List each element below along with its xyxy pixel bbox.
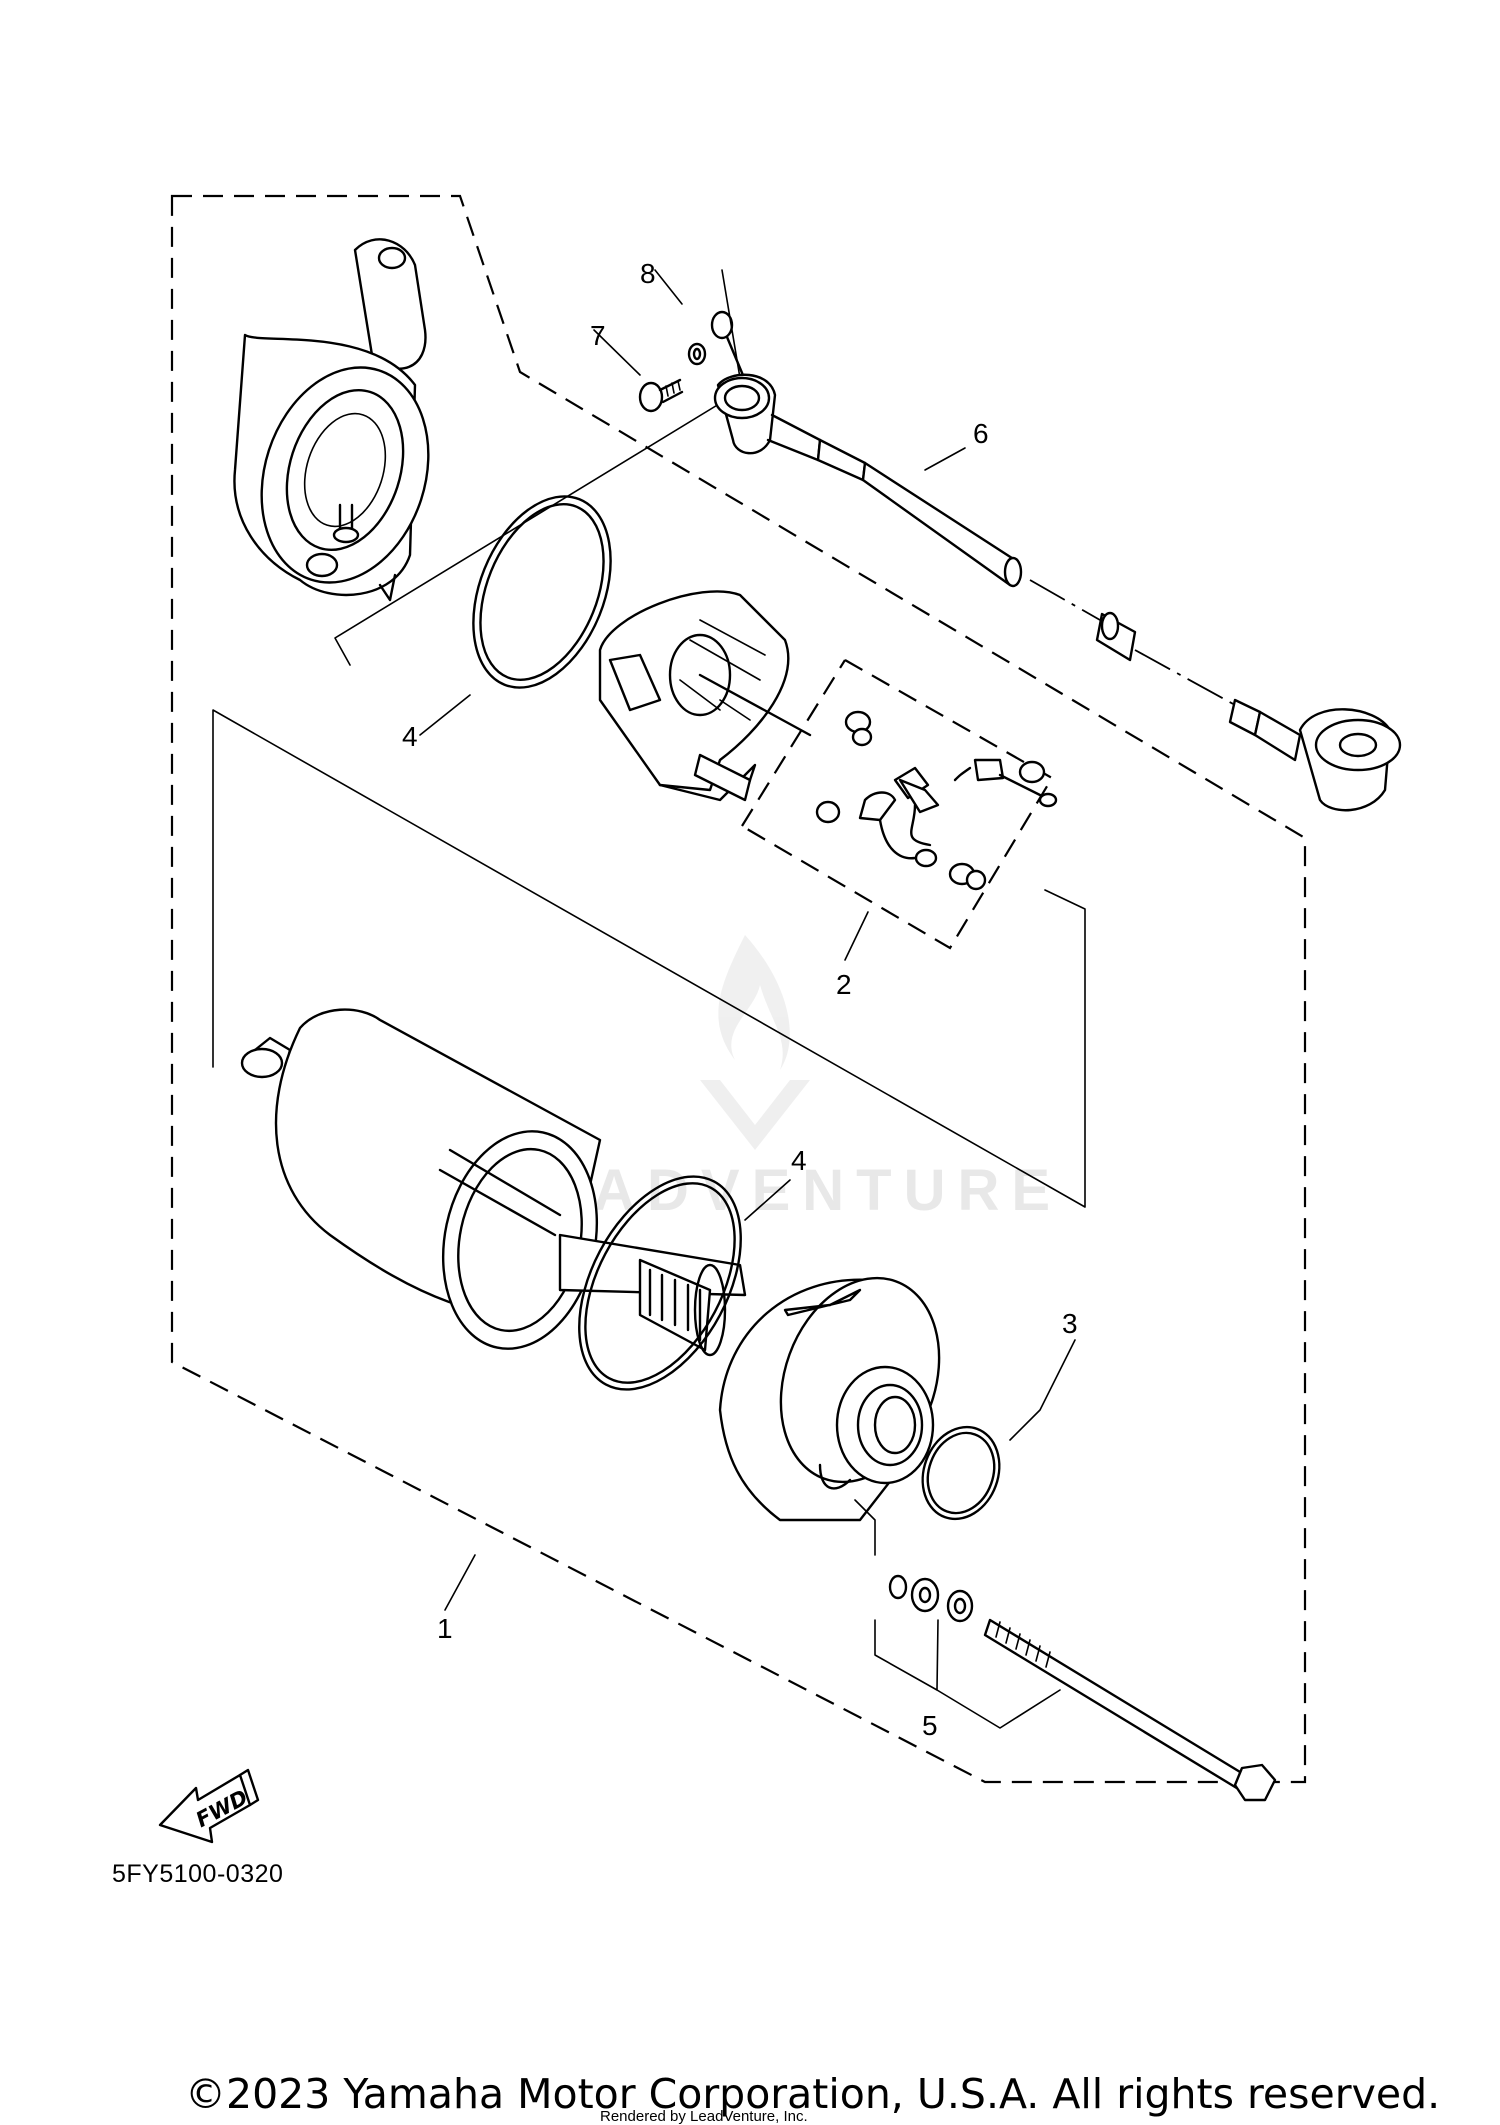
callout-6: 6 xyxy=(973,418,989,449)
callout-1: 1 xyxy=(437,1613,453,1644)
screw-part xyxy=(638,378,684,413)
armature-part xyxy=(240,1008,747,1357)
callout-2: 2 xyxy=(836,969,852,1000)
rear-cover-part xyxy=(718,1276,941,1522)
o-ring-upper xyxy=(472,495,612,689)
armature-frame-lines xyxy=(212,709,1086,1208)
callout-8: 8 xyxy=(640,258,656,289)
copyright-notice: ©2023 Yamaha Motor Corporation, U.S.A. A… xyxy=(185,2070,1441,2118)
washer-part xyxy=(687,342,707,366)
callout-5: 5 xyxy=(922,1710,938,1741)
o-ring-small xyxy=(921,1425,1001,1521)
callout-4-middle: 4 xyxy=(791,1145,807,1176)
o-ring-middle xyxy=(578,1175,742,1391)
front-cover-part xyxy=(233,238,430,602)
lead-wire-part xyxy=(710,310,1402,812)
brush-kit-frame-dashed xyxy=(741,659,1054,950)
callout-4-upper: 4 xyxy=(402,721,418,752)
callout-7: 7 xyxy=(590,320,606,351)
brush-kit-part xyxy=(815,710,1058,891)
brush-holder-part xyxy=(598,590,812,802)
assembly-boundary-dashed xyxy=(170,194,1307,1784)
bolt-set-part xyxy=(888,1574,1277,1802)
leader-lines xyxy=(419,269,1076,1729)
diagram-code: 5FY5100-0320 xyxy=(112,1860,283,1888)
rendered-by-label: Rendered by LeadVenture, Inc. xyxy=(600,2108,808,2125)
callout-3: 3 xyxy=(1062,1308,1078,1339)
fwd-arrow-icon: FWD xyxy=(158,1768,260,1844)
